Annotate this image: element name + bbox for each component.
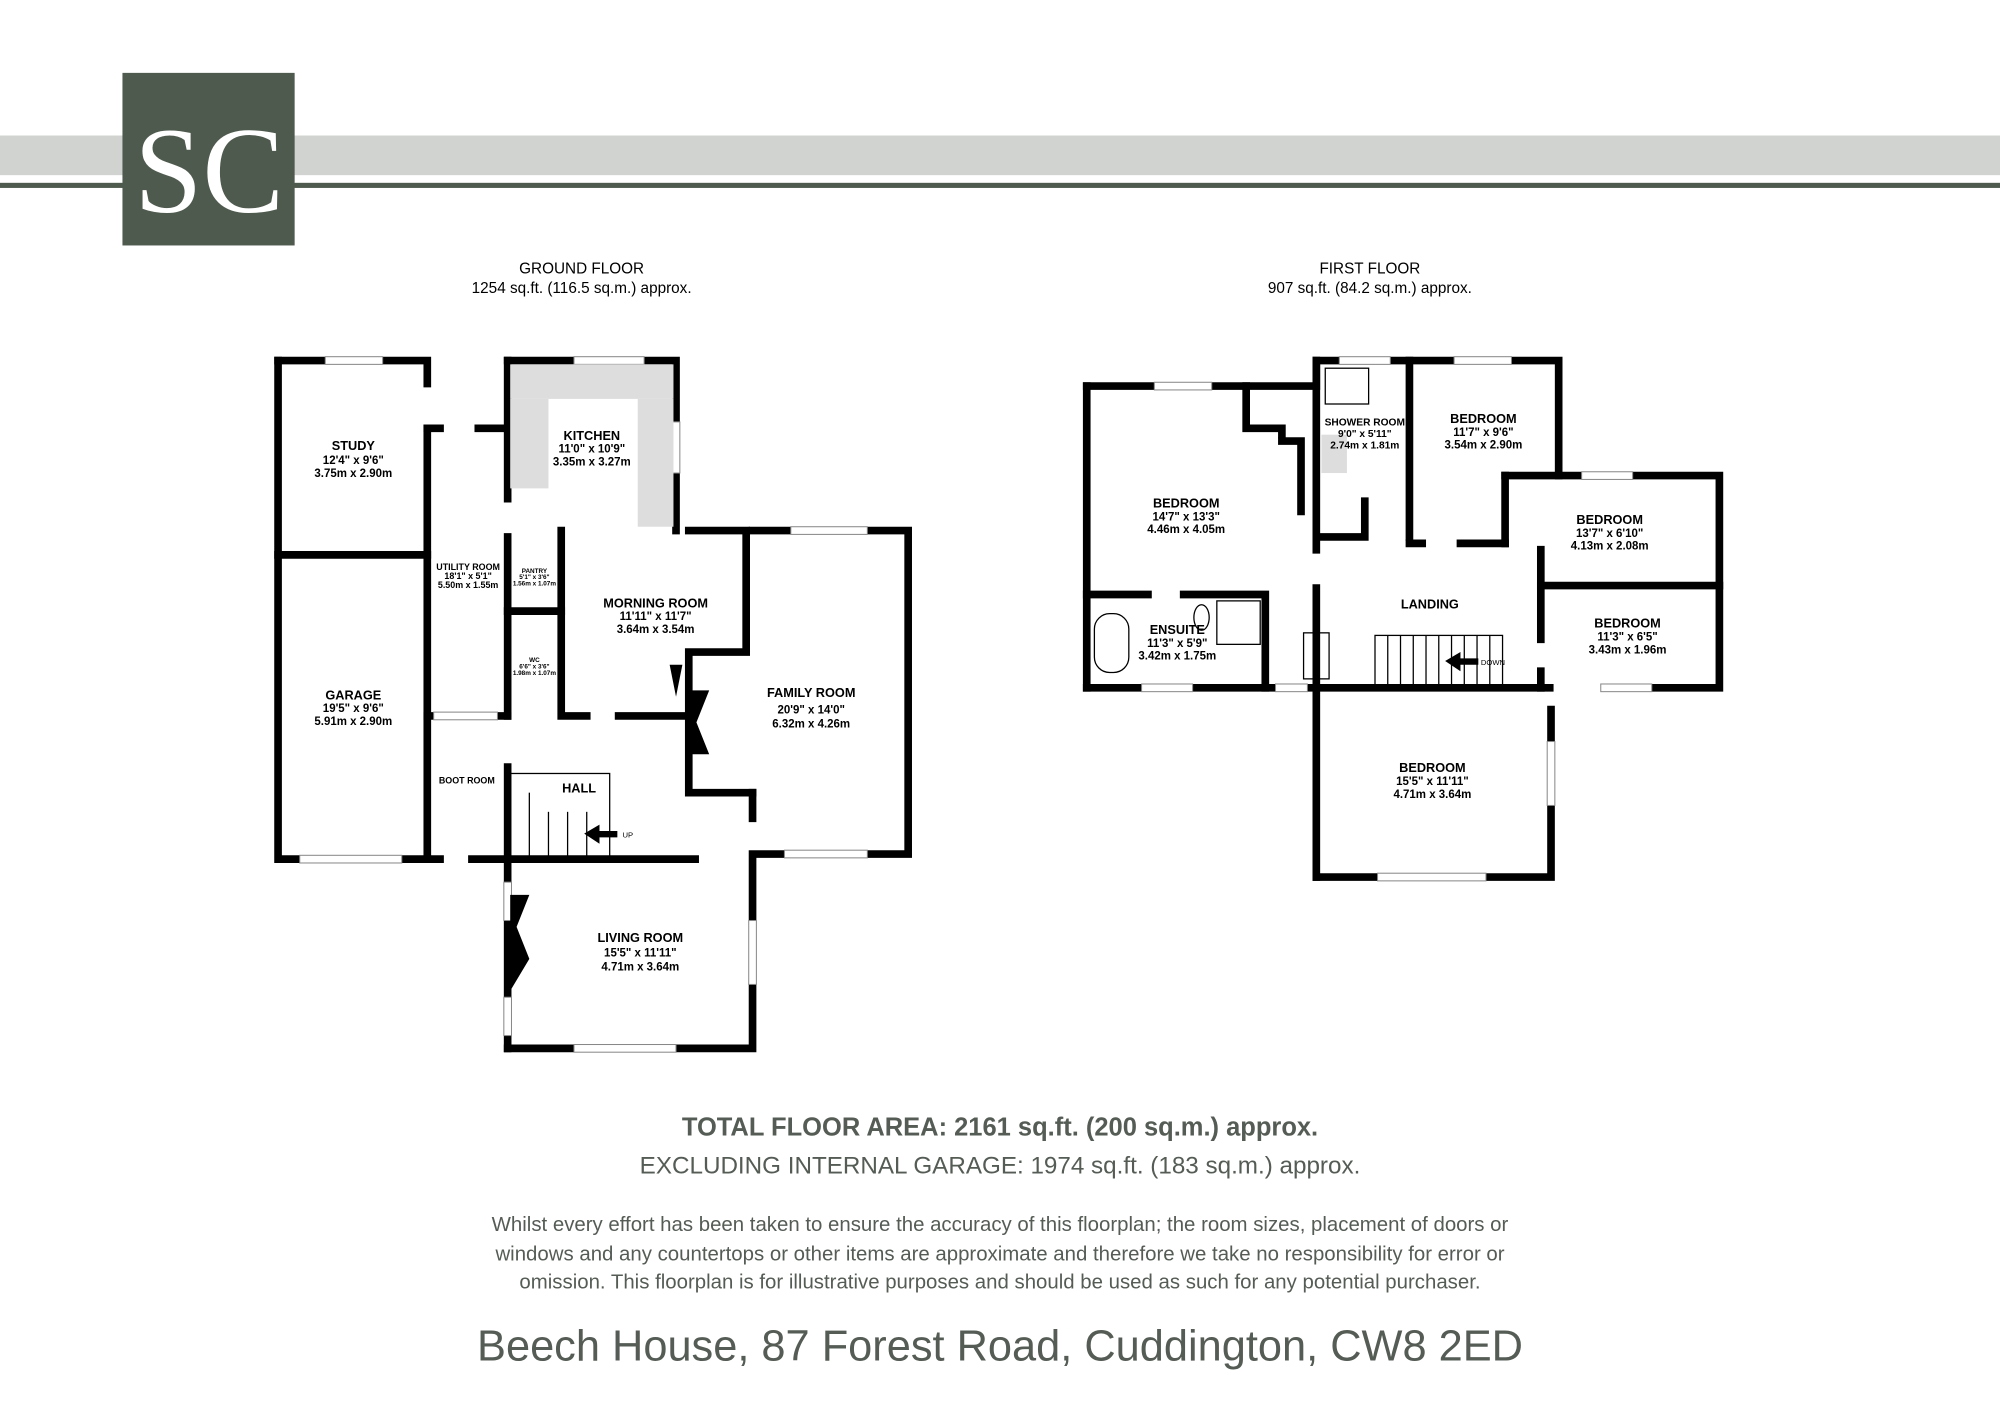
first-floor-area: 907 sq.ft. (84.2 sq.m.) approx. [1268, 280, 1472, 297]
room-boot: BOOT ROOM [439, 776, 495, 786]
svg-text:11'3" x 6'5": 11'3" x 6'5" [1597, 632, 1657, 644]
room-family: FAMILY ROOM 20'9" x 14'0" 6.32m x 4.26m [767, 685, 855, 731]
first-floor-title: FIRST FLOOR [1319, 261, 1420, 278]
stairs-down-label: DOWN [1481, 658, 1505, 667]
svg-text:2.74m x 1.81m: 2.74m x 1.81m [1330, 441, 1399, 452]
svg-text:11'0" x 10'9": 11'0" x 10'9" [558, 444, 625, 456]
svg-text:6'6" x 3'6": 6'6" x 3'6" [519, 664, 549, 671]
svg-text:3.64m x 3.54m: 3.64m x 3.54m [617, 624, 695, 636]
first-floor-plan: DOWN [1082, 356, 1724, 882]
ground-floor-plan: UP [274, 356, 912, 1053]
header-rule [0, 182, 2000, 188]
svg-text:SHOWER ROOM: SHOWER ROOM [1325, 418, 1405, 429]
svg-text:PANTRY: PANTRY [522, 568, 548, 575]
svg-text:4.46m x 4.05m: 4.46m x 4.05m [1147, 524, 1225, 536]
logo-letters: SC [134, 103, 284, 239]
svg-text:HALL: HALL [562, 781, 596, 796]
excluding-garage-area: EXCLUDING INTERNAL GARAGE: 1974 sq.ft. (… [640, 1153, 1361, 1180]
svg-text:BEDROOM: BEDROOM [1153, 496, 1220, 511]
svg-text:4.13m x 2.08m: 4.13m x 2.08m [1571, 541, 1649, 553]
svg-text:5'1" x 3'6": 5'1" x 3'6" [519, 574, 549, 581]
header-band [0, 135, 2000, 176]
svg-text:1.56m x 1.07m: 1.56m x 1.07m [513, 581, 557, 588]
room-wc: WC6'6" x 3'6"1.98m x 1.07m [513, 657, 557, 677]
svg-text:3.42m x 1.75m: 3.42m x 1.75m [1138, 651, 1216, 663]
svg-text:11'11" x 11'7": 11'11" x 11'7" [620, 611, 692, 623]
svg-text:WC: WC [529, 657, 540, 664]
svg-text:4.71m x 3.64m: 4.71m x 3.64m [601, 961, 679, 973]
svg-text:14'7" x 13'3": 14'7" x 13'3" [1153, 511, 1220, 523]
svg-text:UTILITY ROOM: UTILITY ROOM [436, 562, 500, 572]
svg-text:19'5" x 9'6": 19'5" x 9'6" [323, 703, 384, 715]
room-landing: LANDING [1401, 597, 1459, 612]
room-study: STUDY 12'4" x 9'6"3.75m x 2.90m [314, 438, 392, 480]
disclaimer-line-1: Whilst every effort has been taken to en… [492, 1214, 1509, 1236]
svg-text:BEDROOM: BEDROOM [1450, 411, 1517, 426]
svg-text:STUDY: STUDY [332, 438, 376, 453]
svg-text:1.98m x 1.07m: 1.98m x 1.07m [513, 670, 557, 677]
disclaimer-line-2: windows and any countertops or other ite… [494, 1244, 1504, 1266]
total-floor-area: TOTAL FLOOR AREA: 2161 sq.ft. (200 sq.m.… [682, 1113, 1318, 1141]
svg-text:GARAGE: GARAGE [325, 687, 381, 702]
svg-text:5.91m x 2.90m: 5.91m x 2.90m [314, 716, 392, 728]
ground-floor-area: 1254 sq.ft. (116.5 sq.m.) approx. [472, 280, 692, 297]
svg-text:BOOT ROOM: BOOT ROOM [439, 776, 495, 786]
logo: SC [122, 72, 295, 246]
svg-text:KITCHEN: KITCHEN [564, 428, 621, 443]
svg-text:BEDROOM: BEDROOM [1576, 512, 1643, 527]
svg-text:20'9" x 14'0": 20'9" x 14'0" [778, 704, 845, 716]
svg-text:6.32m x 4.26m: 6.32m x 4.26m [772, 718, 850, 730]
room-living: LIVING ROOM 15'5" x 11'11" 4.71m x 3.64m [597, 930, 683, 973]
svg-text:11'7" x 9'6": 11'7" x 9'6" [1453, 427, 1513, 439]
svg-text:3.75m x 2.90m: 3.75m x 2.90m [314, 468, 392, 480]
svg-text:5.50m x 1.55m: 5.50m x 1.55m [438, 580, 499, 590]
svg-text:LIVING ROOM: LIVING ROOM [597, 930, 683, 945]
svg-text:3.54m x 2.90m: 3.54m x 2.90m [1445, 440, 1523, 452]
ground-floor-title: GROUND FLOOR [519, 261, 644, 278]
disclaimer-line-3: omission. This floorplan is for illustra… [519, 1272, 1480, 1294]
svg-text:15'5" x 11'11": 15'5" x 11'11" [1396, 776, 1468, 788]
svg-text:LANDING: LANDING [1401, 597, 1459, 612]
svg-text:13'7" x 6'10": 13'7" x 6'10" [1576, 528, 1643, 540]
svg-text:12'4" x 9'6": 12'4" x 9'6" [323, 455, 384, 467]
svg-text:4.71m x 3.64m: 4.71m x 3.64m [1393, 789, 1471, 801]
svg-text:9'0" x 5'11": 9'0" x 5'11" [1338, 429, 1392, 440]
svg-text:FAMILY ROOM: FAMILY ROOM [767, 685, 855, 700]
property-address: Beech House, 87 Forest Road, Cuddington,… [477, 1322, 1523, 1370]
svg-text:BEDROOM: BEDROOM [1594, 616, 1661, 631]
svg-text:ENSUITE: ENSUITE [1150, 622, 1205, 637]
svg-text:MORNING ROOM: MORNING ROOM [603, 595, 708, 610]
svg-text:18'1" x 5'1": 18'1" x 5'1" [444, 571, 491, 581]
svg-text:11'3" x 5'9": 11'3" x 5'9" [1147, 638, 1207, 650]
svg-text:BEDROOM: BEDROOM [1399, 760, 1466, 775]
stairs-up-label: UP [622, 830, 633, 839]
svg-text:15'5" x 11'11": 15'5" x 11'11" [604, 947, 676, 959]
svg-text:3.35m x 3.27m: 3.35m x 3.27m [553, 456, 631, 468]
svg-text:3.43m x 1.96m: 3.43m x 1.96m [1589, 644, 1667, 656]
room-hall: HALL [562, 781, 596, 796]
